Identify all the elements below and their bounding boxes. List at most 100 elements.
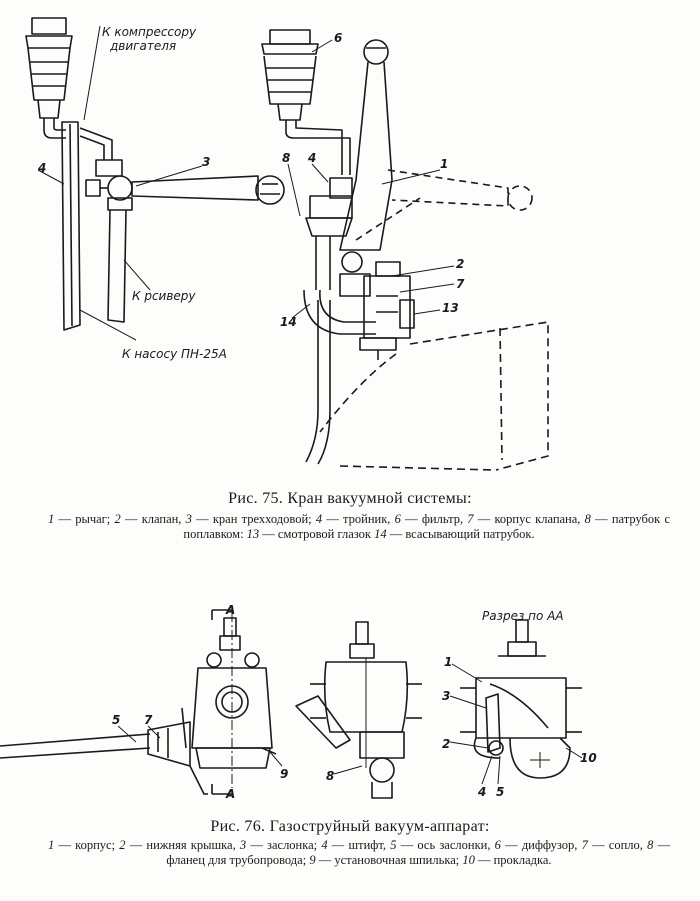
fig75-callout-1: 1 — [440, 157, 448, 171]
fig76-legend-num: 3 — [239, 838, 247, 852]
fig75-legend-item: 4 — тройник, — [316, 512, 395, 526]
figure-76-svg: A A Разрез по АА 5 7 9 8 1 3 2 4 5 10 — [0, 603, 597, 801]
fig75-callout-14: 14 — [280, 315, 297, 329]
ejector-body-side — [295, 621, 422, 799]
fig76-callout-3: 3 — [442, 689, 450, 703]
fig76-legend-text: — фланец для трубопровода; — [166, 838, 671, 867]
fig76-legend-num: 10 — [462, 853, 475, 867]
fig75-legend-num: 14 — [374, 527, 387, 541]
left-tee — [85, 159, 133, 211]
fig75-legend-item: 7 — корпус клапана, — [467, 512, 584, 526]
fig76-legend-num: 4 — [321, 838, 328, 852]
ejector-section-aa — [460, 619, 582, 779]
fig75-legend-item: 13 — смотровой глазок — [247, 527, 374, 541]
fig76-legend-text: — корпус; — [54, 838, 120, 852]
left-receiver-pipe — [107, 209, 127, 323]
fig76-legend-text: — сопло, — [587, 838, 648, 852]
fig75-legend-item: 2 — клапан, — [115, 512, 186, 526]
fig76-legend-text: — диффузор, — [500, 838, 582, 852]
fig75-legend-item: 6 — фильтр, — [395, 512, 468, 526]
figure-75-svg: К компрессору двигателя К рсиверу К насо… — [25, 17, 549, 471]
section-label-a-bottom: A — [225, 787, 235, 801]
figure-75-legend: 1 — рычаг; 2 — клапан, 3 — кран трехходо… — [48, 512, 670, 542]
section-line — [211, 609, 233, 795]
fig76-legend-num: 2 — [119, 838, 126, 852]
fig76-legend-num: 9 — [309, 853, 316, 867]
fig75-legend-text: — всасывающий патрубок. — [386, 527, 535, 541]
fig76-callout-1: 1 — [444, 655, 452, 669]
fig75-callout-2: 2 — [456, 257, 464, 271]
fig76-callout-10: 10 — [580, 751, 597, 765]
vehicle-outline — [319, 321, 549, 471]
fig76-callout-5-right: 5 — [496, 785, 504, 799]
fig75-callout-4-left: 4 — [37, 161, 46, 175]
fig75-callout-7: 7 — [456, 277, 465, 291]
fig76-legend-text: — заслонка; — [246, 838, 322, 852]
figure-76-caption-title: Рис. 76. Газоструйный вакуум-аппарат: — [210, 818, 490, 835]
fig75-legend-num: 8 — [584, 512, 591, 526]
fig76-callout-7: 7 — [144, 713, 153, 727]
fig75-legend-item: 3 — кран трехходовой; — [186, 512, 316, 526]
left-pipe — [43, 118, 66, 139]
fig76-legend-text: — прокладка. — [474, 853, 552, 867]
left-lever — [131, 175, 285, 205]
fig75-legend-text: — клапан, — [120, 512, 186, 526]
right-tee — [305, 177, 353, 290]
suction-pipe — [303, 289, 376, 335]
fig75-legend-text: — патрубок с поплавком: — [183, 512, 670, 541]
fig75-callout-4-right: 4 — [307, 151, 316, 165]
fig75-legend-text: — тройник, — [322, 512, 395, 526]
fig75-legend-text: — фильтр, — [400, 512, 468, 526]
label-to-compressor-1: К компрессору — [102, 25, 197, 39]
fig75-legend-num: 6 — [394, 512, 401, 526]
section-label-a-top: A — [225, 603, 235, 617]
fig75-callout-13: 13 — [442, 301, 459, 315]
fig75-legend-item: 8 — патрубок с поплавком: — [183, 512, 670, 541]
fig76-legend-item: 1 — корпус; — [48, 838, 119, 852]
fig76-callout-2: 2 — [442, 737, 450, 751]
fig76-legend-num: 8 — [647, 838, 654, 852]
right-pipe — [285, 120, 351, 175]
left-filter — [25, 17, 73, 119]
figure-76-drawing: A A Разрез по АА 5 7 9 8 1 3 2 4 5 10 — [0, 598, 700, 820]
fig76-legend-item: 6 — диффузор, — [495, 838, 582, 852]
fig75-callout-6: 6 — [334, 31, 342, 45]
fig76-legend-item: 5 — ось заслонки, — [390, 838, 494, 852]
fig76-legend-item: 4 — штифт, — [321, 838, 390, 852]
label-to-receiver: К рсиверу — [132, 289, 196, 303]
fig75-legend-text: — корпус клапана, — [473, 512, 585, 526]
fig76-legend-num: 7 — [581, 838, 588, 852]
fig75-legend-num: 7 — [467, 512, 474, 526]
fig76-callout-5-left: 5 — [112, 713, 120, 727]
fig75-legend-num: 3 — [185, 512, 192, 526]
fig76-legend-num: 1 — [48, 838, 55, 852]
fig76-legend-item: 2 — нижняя крышка, — [119, 838, 240, 852]
figure-75-caption-title: Рис. 75. Кран вакуумной системы: — [228, 490, 472, 507]
fig75-legend-num: 4 — [315, 512, 323, 526]
right-filter — [261, 29, 319, 121]
fig75-legend-item: 1 — рычаг; — [48, 512, 115, 526]
fig75-callout-3: 3 — [202, 155, 210, 169]
fig75-legend-num: 1 — [48, 512, 55, 526]
fig76-legend-num: 6 — [494, 838, 501, 852]
fig75-legend-text: — смотровой глазок — [259, 527, 375, 541]
fig76-callout-9: 9 — [280, 767, 288, 781]
lever-alt-position — [355, 169, 533, 241]
figure-75-drawing: К компрессору двигателя К рсиверу К насо… — [25, 17, 549, 471]
fig76-callout-4: 4 — [477, 785, 486, 799]
fig76-legend-item: 7 — сопло, — [582, 838, 647, 852]
right-lever — [339, 39, 393, 251]
fig75-legend-item: 14 — всасывающий патрубок. — [374, 527, 535, 541]
fig76-legend-text: — штифт, — [327, 838, 391, 852]
fig75-legend-num: 13 — [246, 527, 260, 541]
fig76-callout-8: 8 — [326, 769, 334, 783]
ejector-body-front — [181, 617, 277, 795]
ejector-pipe — [0, 721, 191, 767]
fig75-legend-text: — кран трехходовой; — [191, 512, 316, 526]
section-title: Разрез по АА — [482, 609, 564, 623]
fig76-legend-item: 3 — заслонка; — [240, 838, 321, 852]
fig75-legend-text: — рычаг; — [54, 512, 115, 526]
label-to-pump: К насосу ПН-25А — [122, 347, 227, 361]
fig76-legend-text: — нижняя крышка, — [125, 838, 240, 852]
fig76-legend-num: 5 — [390, 838, 397, 852]
